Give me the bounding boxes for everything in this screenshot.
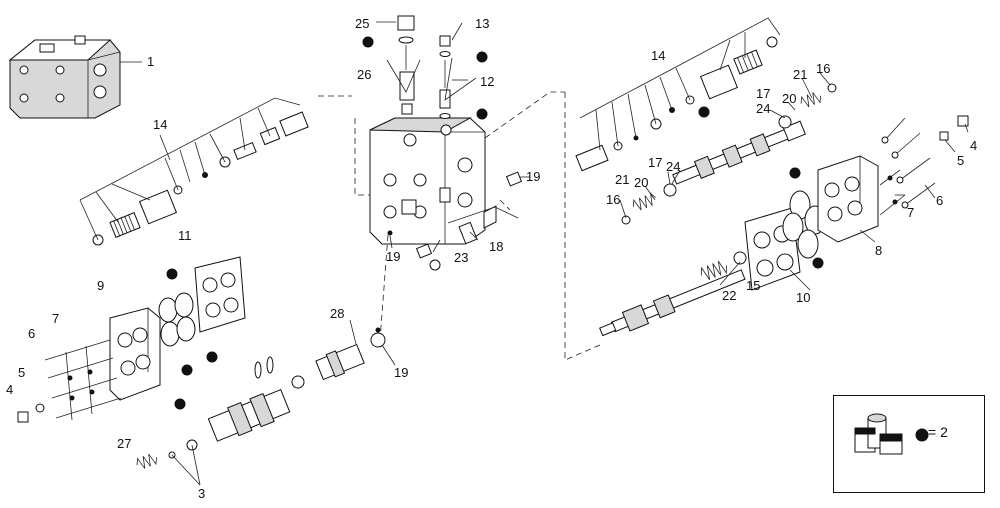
- callout-19-right: 19: [526, 169, 540, 184]
- assembled-valve-thumbnail: [8, 35, 121, 119]
- callout-7-right: 7: [907, 205, 914, 220]
- callout-17-right: 17: [756, 86, 770, 101]
- callout-14-left: 14: [153, 117, 167, 132]
- callout-labels: 1 3 4 4 5 5 6 6 7 7 8 9 10 11 12 13 14 1…: [6, 16, 977, 501]
- callout-10: 10: [796, 290, 810, 305]
- callout-15: 15: [746, 278, 760, 293]
- callout-7-left: 7: [52, 311, 59, 326]
- callout-20-left: 20: [634, 175, 648, 190]
- left-spool-assembly: [79, 97, 309, 246]
- callout-16-left: 16: [606, 192, 620, 207]
- callout-14-right: 14: [651, 48, 665, 63]
- callout-23: 23: [454, 250, 468, 265]
- callout-26: 26: [357, 67, 371, 82]
- callout-20-right: 20: [782, 91, 796, 106]
- callout-3: 3: [198, 486, 205, 501]
- callout-1: 1: [147, 54, 154, 69]
- right-end-cover: [817, 155, 879, 243]
- callout-17-left: 17: [648, 155, 662, 170]
- left-cap-screws: [17, 339, 122, 423]
- callout-8: 8: [875, 243, 882, 258]
- misc-small-parts: [375, 171, 523, 333]
- callout-24-left: 24: [666, 159, 680, 174]
- callout-9: 9: [97, 278, 104, 293]
- callout-13: 13: [475, 16, 489, 31]
- callout-27: 27: [117, 436, 131, 451]
- callout-11: 11: [178, 228, 192, 243]
- callout-6-left: 6: [28, 326, 35, 341]
- callout-5-right: 5: [957, 153, 964, 168]
- parts-kit-icon: [854, 413, 903, 455]
- callout-21-right: 21: [793, 67, 807, 82]
- callout-19-bottom: 19: [394, 365, 408, 380]
- quantity-markers: [166, 36, 824, 410]
- legend-box: [833, 395, 985, 493]
- left-gasket-plate: [194, 256, 246, 333]
- lower-left-spool: [136, 332, 386, 469]
- legend-equals-text: = 2: [928, 424, 948, 440]
- lower-right-spool: [599, 251, 747, 337]
- top-plug-assembly: [386, 15, 477, 119]
- leader-lines: [171, 21, 969, 486]
- callout-24-right: 24: [756, 101, 770, 116]
- callout-6-right: 6: [936, 193, 943, 208]
- callout-25: 25: [355, 16, 369, 31]
- callout-21-left: 21: [615, 172, 629, 187]
- callout-28: 28: [330, 306, 344, 321]
- black-dot-icon: [915, 428, 929, 442]
- valve-body: [369, 117, 486, 245]
- callout-12: 12: [480, 74, 494, 89]
- callout-18: 18: [489, 239, 503, 254]
- callout-19-center: 19: [386, 249, 400, 264]
- callout-22: 22: [722, 288, 736, 303]
- callout-5-left: 5: [18, 365, 25, 380]
- right-cap-screws: [879, 115, 969, 216]
- callout-4-right: 4: [970, 138, 977, 153]
- callout-16-right: 16: [816, 61, 830, 76]
- callout-4-left: 4: [6, 382, 13, 397]
- left-o-rings: [158, 292, 196, 347]
- left-end-cover: [109, 307, 161, 401]
